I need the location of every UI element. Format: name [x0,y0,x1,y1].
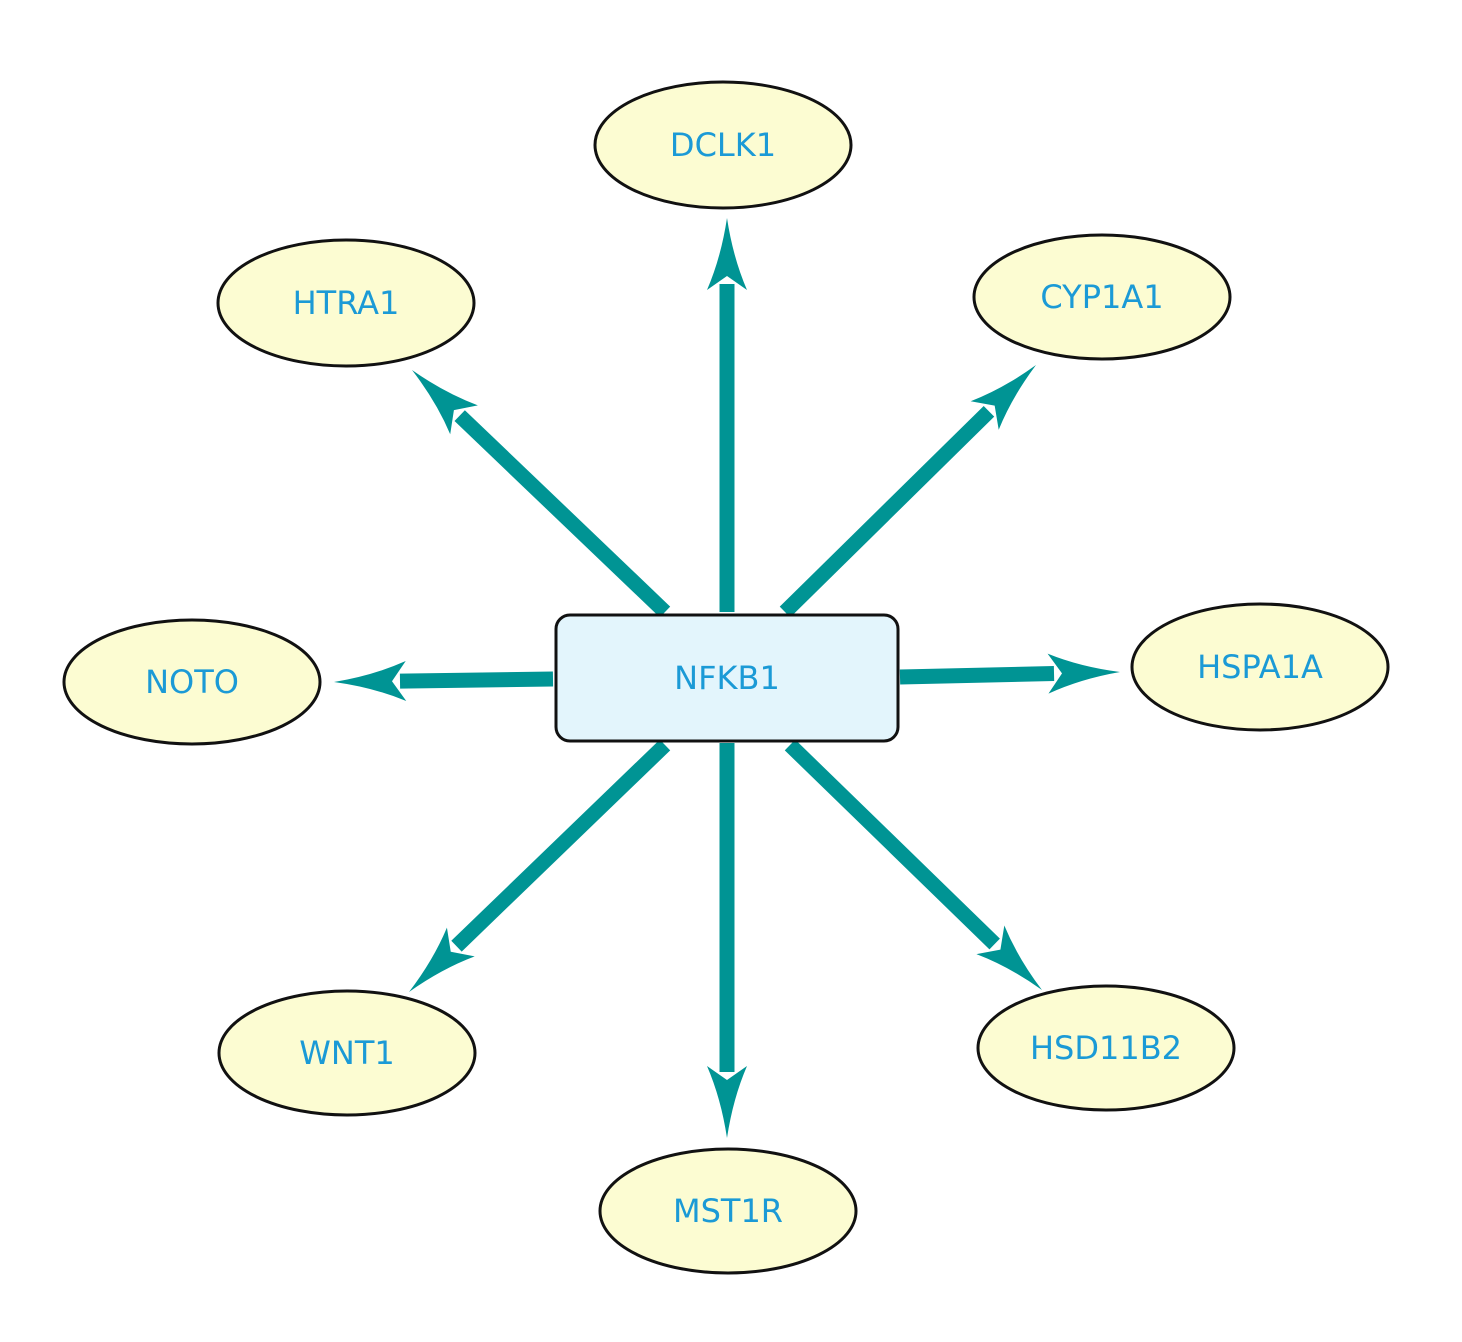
edge-nfkb1-hsd11b2 [784,739,1042,990]
edge-nfkb1-wnt1 [409,739,671,992]
node-wnt1-label: WNT1 [299,1034,394,1072]
node-htra1-ellipse [216,238,476,368]
node-mst1r[interactable]: MST1R [598,1147,858,1275]
edge-nfkb1-hspa1a [899,653,1120,694]
node-cyp1a1[interactable]: CYP1A1 [972,233,1232,361]
edge-shaft [784,739,1000,950]
edge-nfkb1-dclk1 [707,218,747,612]
edge-shaft [899,666,1055,685]
node-noto-label: NOTO [145,663,239,701]
node-noto[interactable]: NOTO [62,618,322,746]
node-hsd11b2-ellipse [976,984,1236,1112]
arrowhead [707,1066,747,1138]
edge-shaft [451,739,671,952]
edge-nfkb1-mst1r [707,743,747,1138]
edge-shaft [779,405,995,618]
node-wnt1[interactable]: WNT1 [217,989,477,1117]
node-nfkb1-box [554,613,900,743]
arrowhead [412,370,478,435]
node-htra1[interactable]: HTRA1 [216,238,476,368]
node-mst1r-label: MST1R [673,1192,783,1230]
node-nfkb1[interactable]: NFKB1 [554,613,900,743]
node-dclk1-ellipse [593,80,853,210]
arrowhead [409,927,475,992]
node-hsd11b2[interactable]: HSD11B2 [976,984,1236,1112]
edge-nfkb1-cyp1a1 [779,365,1036,618]
edge-shaft [454,410,671,618]
node-nfkb1-label: NFKB1 [674,659,780,697]
arrowhead [970,365,1036,430]
arrowhead [1047,653,1120,694]
node-dclk1-label: DCLK1 [670,126,776,164]
edge-nfkb1-htra1 [412,370,671,618]
node-hspa1a-ellipse [1130,602,1390,732]
node-noto-ellipse [62,618,322,746]
node-hspa1a-label: HSPA1A [1197,648,1323,686]
node-cyp1a1-label: CYP1A1 [1040,278,1163,316]
node-htra1-label: HTRA1 [293,284,400,322]
node-mst1r-ellipse [598,1147,858,1275]
edge-nfkb1-noto [334,661,554,702]
arrowhead [707,218,747,290]
arrowhead [976,925,1042,990]
edge-shaft [399,671,554,689]
arrowhead [334,661,407,702]
node-wnt1-ellipse [217,989,477,1117]
node-dclk1[interactable]: DCLK1 [593,80,853,210]
node-hspa1a[interactable]: HSPA1A [1130,602,1390,732]
node-hsd11b2-label: HSD11B2 [1030,1029,1182,1067]
node-cyp1a1-ellipse [972,233,1232,361]
edges-layer [334,218,1120,1138]
